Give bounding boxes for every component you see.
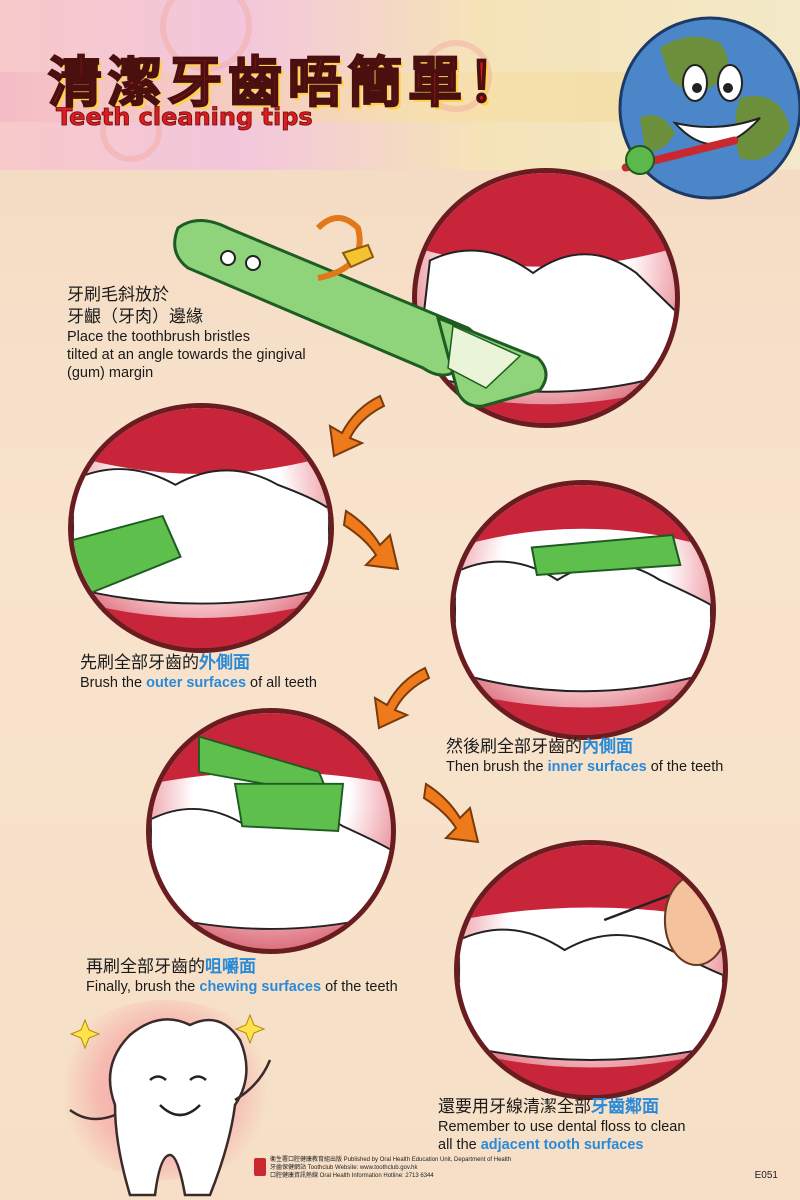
step-4-en-highlight: chewing surfaces — [199, 979, 322, 995]
step-2-zh-highlight: 外側面 — [199, 653, 250, 673]
step-4-zh: 再刷全部牙齒的咀嚼面 — [86, 956, 398, 978]
step-5-en-highlight: adjacent tooth surfaces — [480, 1137, 644, 1153]
step-1-en-line2: tilted at an angle towards the gingival — [67, 347, 306, 363]
step-1-caption: 牙刷毛斜放於 牙齦（牙肉）邊緣 Place the toothbrush bri… — [67, 284, 306, 382]
step-4-illustration — [146, 708, 396, 954]
decorative-swirl — [100, 100, 162, 162]
footer-line-2: 牙齒保健網站 Toothclub Website: www.toothclub.… — [270, 1165, 418, 1171]
step-1-en-line3: (gum) margin — [67, 365, 154, 381]
step-4-en-post: of the teeth — [321, 979, 398, 995]
step-2-zh: 先刷全部牙齒的外側面 — [80, 652, 317, 674]
step-3-en-highlight: inner surfaces — [547, 759, 647, 775]
step-3-illustration — [450, 480, 716, 740]
decorative-swirl — [160, 0, 252, 72]
step-2-zh-text: 先刷全部牙齒的 — [80, 653, 199, 673]
step-5-en-line2: all the adjacent tooth surfaces — [438, 1136, 685, 1154]
step-5-zh: 還要用牙線清潔全部牙齒鄰面 — [438, 1096, 685, 1118]
publisher-logo — [254, 1158, 266, 1176]
teeth-inner-icon — [455, 485, 711, 735]
step-4-caption: 再刷全部牙齒的咀嚼面 Finally, brush the chewing su… — [86, 956, 398, 996]
step-5-caption: 還要用牙線清潔全部牙齒鄰面 Remember to use dental flo… — [438, 1096, 685, 1154]
step-5-en-line1: Remember to use dental floss to clean — [438, 1119, 686, 1135]
step-4-en-text: Finally, brush the — [86, 979, 200, 995]
step-5-zh-text: 還要用牙線清潔全部 — [438, 1097, 591, 1117]
step-3-caption: 然後刷全部牙齒的內側面 Then brush the inner surface… — [446, 736, 723, 776]
footer-line-1: 衞生署口腔健康教育組出版 Published by Oral Health Ed… — [270, 1157, 512, 1163]
step-5-en-text: all the — [438, 1137, 481, 1153]
step-4-zh-text: 再刷全部牙齒的 — [86, 957, 205, 977]
footer: 衞生署口腔健康教育組出版 Published by Oral Health Ed… — [270, 1156, 511, 1180]
step-1-zh-line1: 牙刷毛斜放於 — [67, 285, 169, 305]
step-2-en-text: Brush the — [80, 675, 147, 691]
poster-code: E051 — [754, 1170, 778, 1181]
toothbrush-illustration — [173, 215, 548, 408]
footer-line-3: 口腔健康資訊熱線 Oral Health Information Hotline… — [270, 1173, 434, 1179]
step-5-zh-highlight: 牙齒鄰面 — [591, 1097, 659, 1117]
step-1-en-line1: Place the toothbrush bristles — [67, 329, 250, 345]
step-2-en-post: of all teeth — [246, 675, 317, 691]
teeth-outer-icon — [73, 408, 329, 648]
dental-floss-icon — [459, 845, 723, 1095]
step-3-zh-text: 然後刷全部牙齒的 — [446, 737, 582, 757]
tooth-mascot-illustration — [69, 1013, 272, 1197]
step-1-zh-line2: 牙齦（牙肉）邊緣 — [67, 307, 203, 327]
page-subtitle: Teeth cleaning tips — [56, 103, 313, 132]
step-3-en-post: of the teeth — [646, 759, 724, 775]
teeth-chewing-icon — [151, 713, 391, 930]
step-3-zh-highlight: 內側面 — [582, 737, 633, 757]
step-3-en-text: Then brush the — [446, 759, 548, 775]
step-2-illustration — [68, 403, 334, 653]
step-5-illustration — [454, 840, 728, 1100]
arrow-down-left-icon — [373, 666, 431, 730]
page-title: 清潔牙齒唔簡單！ — [47, 50, 528, 115]
step-2-en-highlight: outer surfaces — [146, 675, 247, 691]
arrow-down-right-icon — [422, 782, 480, 844]
step-2-caption: 先刷全部牙齒的外側面 Brush the outer surfaces of a… — [80, 652, 317, 692]
step-3-en: Then brush the inner surfaces of the tee… — [446, 758, 723, 776]
step-2-en: Brush the outer surfaces of all teeth — [80, 674, 317, 692]
globe-mascot-illustration — [618, 16, 800, 200]
decorative-swirl — [420, 40, 492, 112]
arrow-down-right-icon — [342, 509, 400, 571]
step-4-zh-highlight: 咀嚼面 — [205, 957, 256, 977]
step-4-en: Finally, brush the chewing surfaces of t… — [86, 978, 398, 996]
arrow-down-left-icon — [328, 394, 386, 458]
step-3-zh: 然後刷全部牙齒的內側面 — [446, 736, 723, 758]
